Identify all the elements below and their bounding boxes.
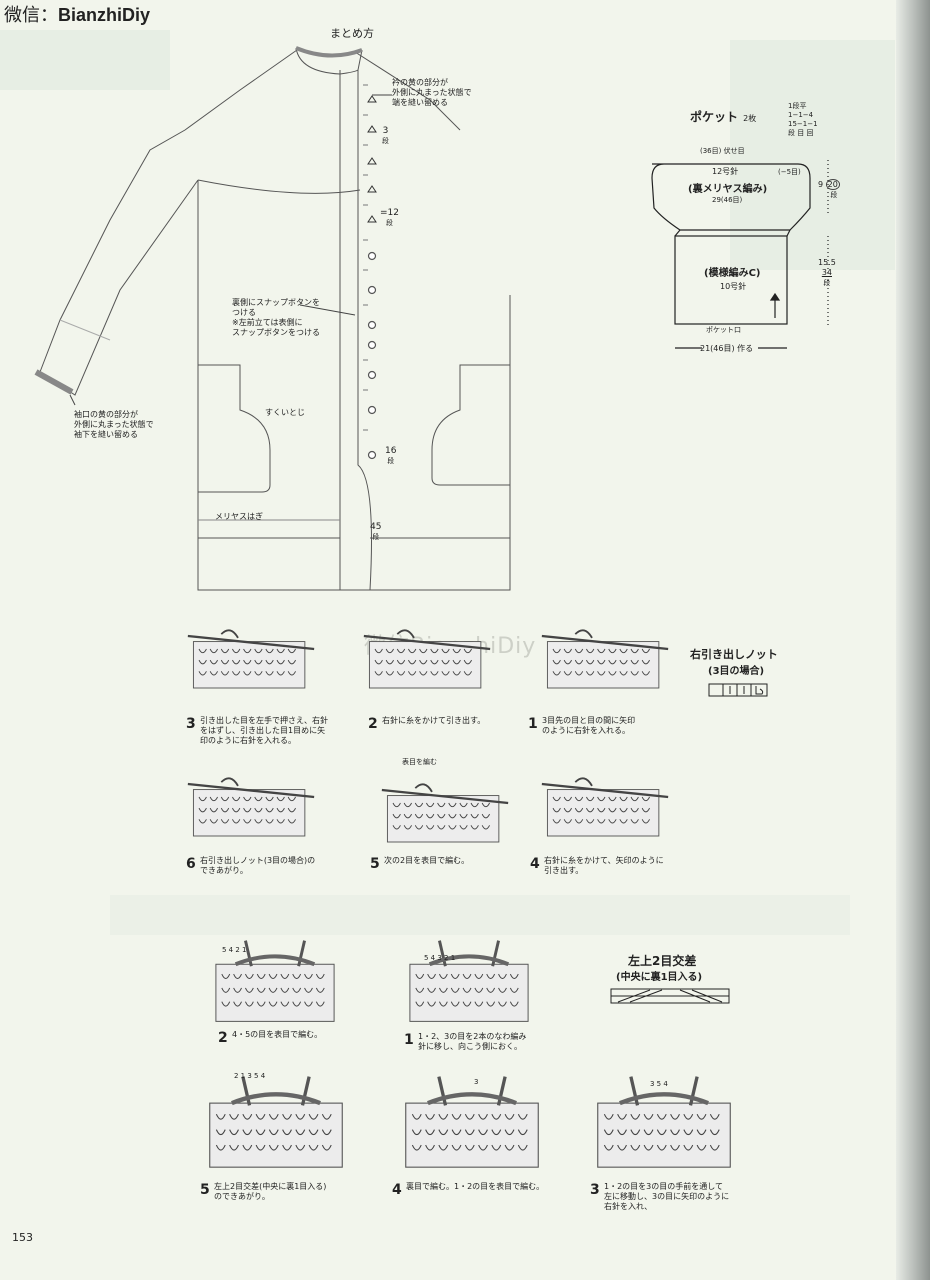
slip-stitch-label: すくいとじ [265, 408, 305, 417]
pocket-title: ポケット 2枚 [690, 110, 757, 124]
right-knot-step-2-illustration [362, 629, 492, 690]
right-knot-step-1: 1 3目先の目と目の間に矢印 のように右針を入れる。 [528, 716, 636, 735]
collar-note: 衿の黄の部分が 外側に丸まった状態で 端を縫い留める [392, 78, 472, 107]
left-cross-symbol [610, 988, 730, 1004]
right-knot-step-1-illustration [540, 629, 670, 690]
left-cross-step-5-illustration [196, 1070, 356, 1176]
pocket-height-bottom: 15.5 34 段 [818, 258, 836, 287]
left-cross-step-3: 3 1・2の目を3の目の手前を通して 左に移動し、3の目に矢印のように 右針を入… [590, 1182, 730, 1211]
assembly-title: まとめ方 [330, 27, 374, 40]
right-knot-step-5-callout: 表目を編む [402, 758, 437, 766]
right-knot-step-6-illustration [186, 777, 316, 838]
cardigan-outline-diagram [34, 46, 511, 591]
book-spine-shadow [896, 0, 930, 1280]
left-cross-step-3-labels: 3 5 4 [650, 1080, 668, 1088]
bleed-through-block-right [730, 40, 895, 270]
left-cross-step-2: 2 4・5の目を表目で編む。 [218, 1030, 323, 1046]
pocket-diagram [651, 160, 829, 349]
left-cross-step-1-illustration [407, 938, 531, 1024]
right-knot-step-5: 5 次の2目を表目で編む。 [370, 856, 470, 872]
right-knot-step-4-illustration [540, 777, 670, 838]
right-knot-step-4: 4 右針に糸をかけて、矢印のように 引き出す。 [530, 856, 664, 875]
right-knot-symbol [708, 683, 768, 697]
wechat-label: 微信： [4, 5, 58, 26]
page-number: 153 [12, 1231, 33, 1244]
kitchener-label: メリヤスはぎ [215, 512, 263, 521]
pocket-opening-label: ポケット口 [706, 326, 741, 334]
left-cross-step-1: 1 1・2、3の目を2本のなわ編み 針に移し、向こう側におく。 [404, 1032, 527, 1051]
left-cross-title: 左上2目交差 [628, 954, 697, 968]
pocket-cast-on: 21(46目) 作る [700, 344, 754, 353]
right-knot-step-3: 3 引き出した目を左手で押さえ、右針 をはずし、引き出した目1目めに矢 印のよう… [186, 716, 328, 745]
left-cross-step-5: 5 左上2目交差(中央に裏1目入る) のできあがり。 [200, 1182, 327, 1201]
wechat-header: 微信：BianzhiDiy [4, 4, 150, 27]
left-cross-step-2-labels: 5 4 2 1 [222, 946, 247, 954]
left-cross-subtitle: (中央に裏1目入る) [616, 972, 703, 983]
bleed-through-band-bottom [110, 895, 850, 935]
pocket-needle-top: 12号針 [712, 167, 739, 176]
right-knot-step-3-illustration [186, 629, 316, 690]
right-knot-step-2: 2 右針に糸をかけて引き出す。 [368, 716, 486, 732]
left-cross-step-4-illustration [392, 1070, 552, 1176]
left-cross-step-4-labels: 3 [474, 1078, 479, 1086]
cuff-note: 袖口の黄の部分が 外側に丸まった状態で 袖下を縫い留める [74, 410, 154, 439]
pocket-needle-bottom: 10号針 [720, 282, 747, 291]
pocket-minus: (−5目) [778, 168, 801, 176]
snap-note: 裏側にスナップボタンを つける ※左前立ては表側に スナップボタンをつける [232, 298, 320, 337]
right-knot-title: 右引き出しノット [690, 648, 778, 661]
pocket-pattern-bottom: (模様編みC) [704, 268, 761, 279]
pocket-bind-off: (36目) 伏せ目 [700, 147, 745, 155]
left-cross-step-4: 4 裏目で編む。1・2の目を表目で編む。 [392, 1182, 545, 1198]
left-cross-step-1-labels: 5 4 3 2 1 [424, 954, 456, 962]
pocket-pattern-top: (裏メリヤス編み) [688, 184, 768, 195]
wechat-account: BianzhiDiy [58, 5, 151, 25]
right-knot-step-6: 6 右引き出しノット(3目の場合)の できあがり。 [186, 856, 316, 875]
left-cross-step-5-labels: 2 1 3 5 4 [234, 1072, 266, 1080]
right-knot-subtitle: (3目の場合) [708, 666, 765, 677]
right-knot-step-5-illustration [380, 783, 510, 844]
pocket-width-top: 29(46目) [712, 196, 743, 204]
bleed-through-block-top [0, 30, 170, 90]
pocket-decrease-rule: 1段平 1−1−4 15−1−1 段 目 回 [788, 102, 818, 137]
pocket-height-top: 9 20 段 [818, 179, 840, 199]
